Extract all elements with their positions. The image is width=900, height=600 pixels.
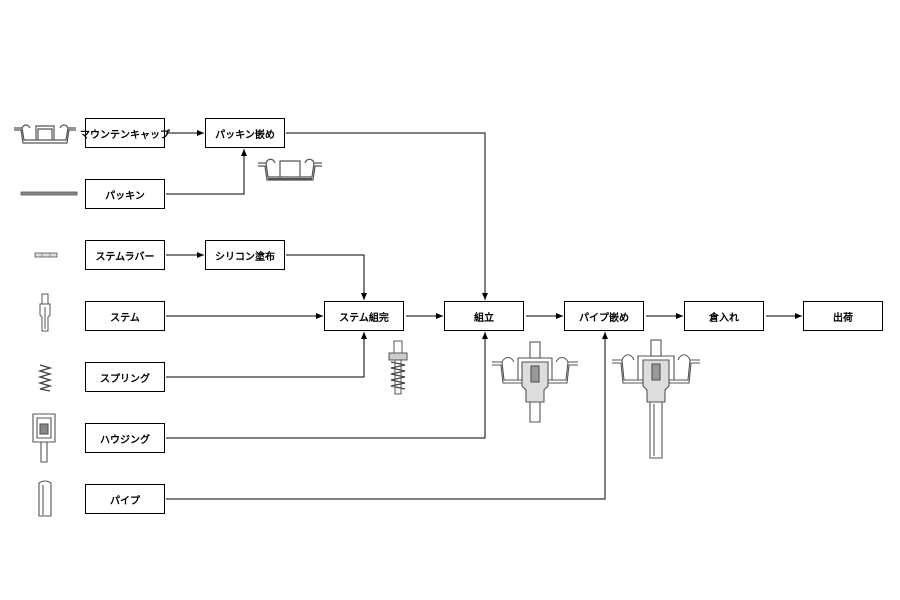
process-box-silicone: シリコン塗布 (205, 240, 285, 270)
part-box-mounting-cap: マウンテンキャップ (80, 118, 170, 148)
arrow-pipe-to-pipe-fit (166, 332, 608, 500)
part-label: パッキン (105, 190, 145, 202)
stem-icon (39, 293, 51, 332)
stem-rubber-icon (34, 252, 58, 258)
process-label: 倉入れ (709, 312, 739, 324)
process-box-storage: 倉入れ (684, 301, 764, 331)
mounting-cap-icon (14, 124, 76, 144)
part-label: スプリング (100, 373, 150, 385)
process-label: 組立 (474, 312, 494, 324)
packed-cap-icon (258, 158, 322, 181)
part-box-stem: ステム (85, 301, 165, 331)
part-box-pipe: パイプ (85, 484, 165, 514)
process-box-packing-fit: パッキン嵌め (205, 118, 285, 148)
process-label: シリコン塗布 (215, 251, 275, 263)
arrow-packing-fit-to-assembly (286, 132, 488, 300)
part-label: パイプ (110, 495, 140, 507)
part-box-packing: パッキン (85, 179, 165, 209)
process-box-shipping: 出荷 (803, 301, 883, 331)
packing-icon (20, 191, 78, 196)
process-box-pipe-fit: パイプ嵌め (564, 301, 644, 331)
spring-icon (38, 364, 52, 392)
process-label: ステム組完 (339, 312, 389, 324)
arrow-packing-to-packing-fit (166, 149, 247, 195)
arrow-silicone-to-stem-complete (286, 254, 367, 300)
arrow-spring-to-stem-complete (166, 332, 367, 378)
part-label: ステム (110, 312, 140, 324)
part-box-spring: スプリング (85, 362, 165, 392)
process-box-stem-complete: ステム組完 (324, 301, 404, 331)
arrow-housing-to-assembly (166, 332, 488, 439)
part-label: マウンテンキャップ (80, 129, 170, 141)
part-box-stem-rubber: ステムラバー (85, 240, 165, 270)
process-label: パイプ嵌め (579, 312, 629, 324)
part-box-housing: ハウジング (85, 423, 165, 453)
pipe-assembly-icon (612, 339, 700, 459)
assembly-icon (492, 341, 578, 423)
process-box-assembly: 組立 (444, 301, 524, 331)
stem-assembly-icon (388, 340, 408, 395)
pipe-icon (38, 480, 52, 517)
housing-icon (32, 413, 56, 463)
process-label: 出荷 (833, 312, 853, 324)
process-label: パッキン嵌め (215, 129, 275, 141)
part-label: ハウジング (100, 434, 150, 446)
part-label: ステムラバー (95, 251, 155, 263)
